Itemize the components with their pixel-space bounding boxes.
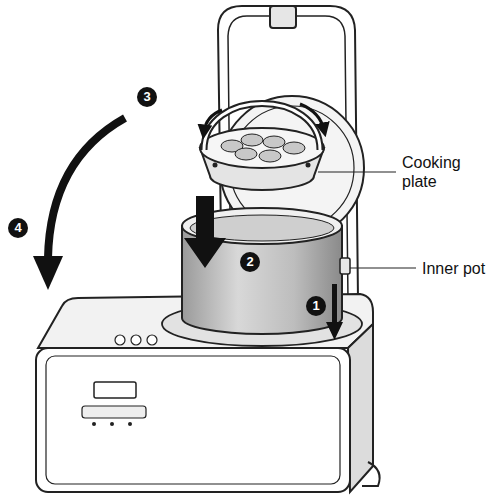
callout-number: 4 — [8, 218, 28, 238]
part-label: Inner pot — [422, 259, 485, 278]
insert-plate-arrow — [184, 196, 226, 268]
body-front-panel — [46, 356, 340, 484]
control-knob — [131, 335, 141, 345]
pot-tab — [340, 258, 350, 274]
cooking-plate — [200, 104, 324, 191]
leader-line — [350, 267, 416, 268]
callout-number: 3 — [137, 87, 157, 107]
plate-hole — [213, 163, 218, 168]
insert-pot-arrow — [326, 284, 343, 340]
food-pieces — [221, 134, 305, 162]
fold-arrow — [204, 110, 222, 132]
control-knob — [115, 335, 125, 345]
body-side — [348, 324, 373, 492]
body-front — [36, 348, 350, 492]
indicator-dot — [110, 422, 114, 426]
control-knob — [147, 335, 157, 345]
leader-line — [318, 171, 396, 172]
button-bar — [82, 406, 146, 418]
fold-arrow — [300, 104, 324, 130]
lid-latch — [270, 6, 296, 28]
indicator-dot — [128, 422, 132, 426]
display-window — [94, 382, 136, 398]
plate-handle-highlight — [204, 104, 320, 151]
cord-hook — [362, 462, 380, 486]
close-lid-arrowhead — [33, 256, 63, 290]
part-label: Cooking plate — [402, 153, 484, 191]
plate-handle — [204, 104, 320, 151]
callout-number: 1 — [306, 296, 326, 316]
close-lid-arrow — [48, 118, 125, 258]
plate-rim — [200, 128, 324, 168]
callout-number: 2 — [240, 252, 260, 272]
plate-hole — [306, 163, 311, 168]
indicator-dot — [92, 422, 96, 426]
